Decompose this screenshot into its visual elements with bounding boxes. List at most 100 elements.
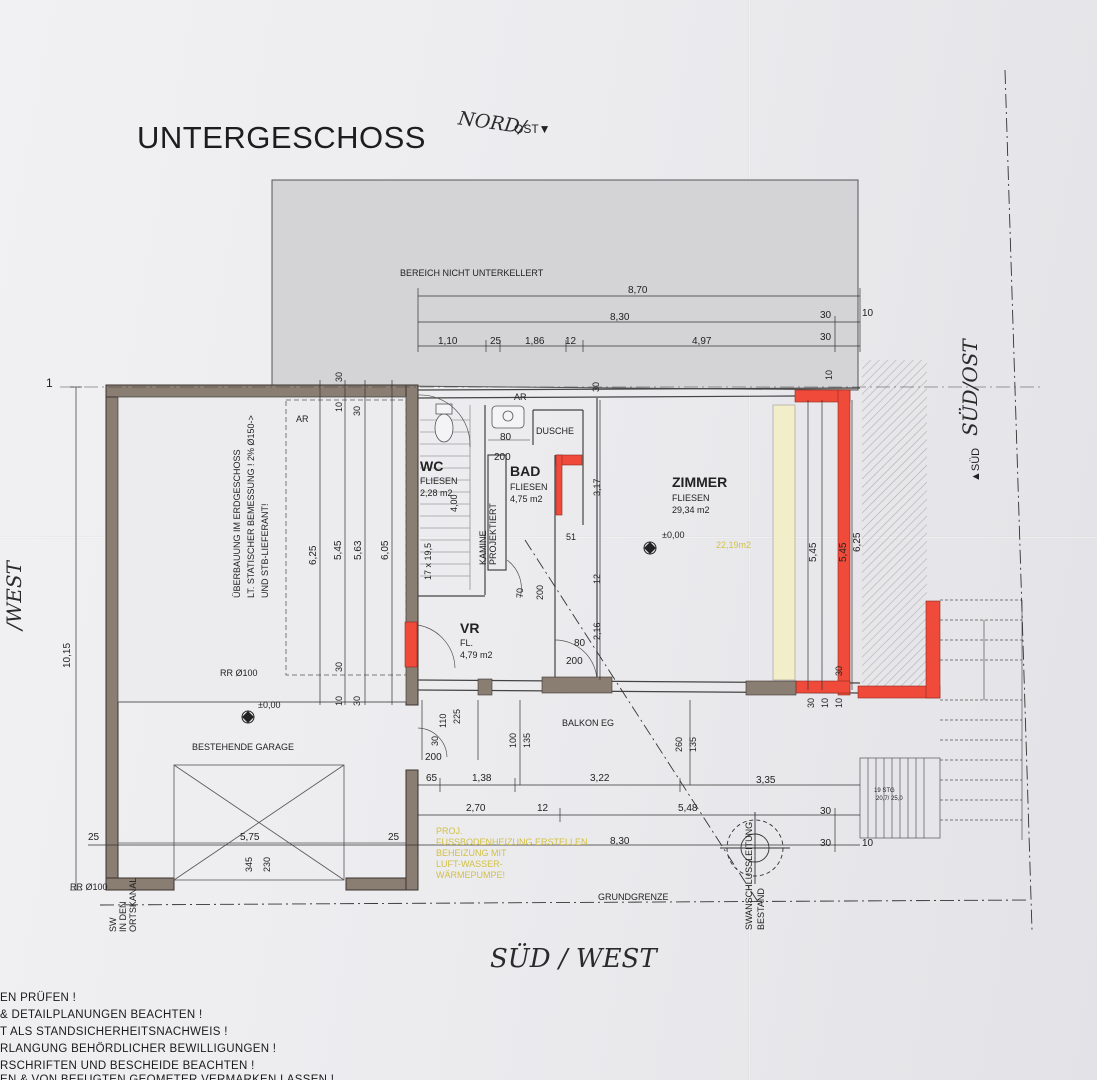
heating-note-5: WÄRMEPUMPE! [436, 870, 506, 880]
balcony-stubs [477, 676, 797, 696]
dim-small-200c: 200 [535, 584, 545, 600]
dim-small-70: 70 [515, 587, 525, 598]
rr-top: RR Ø100 [220, 668, 258, 678]
note-line-4: RLANGUNG BEHÖRDLICHER BEWILLIGUNGEN ! [0, 1043, 277, 1055]
sewer-note-2: BESTAND [756, 888, 766, 930]
ortskanal-note-3: ORTSKANAL [128, 877, 138, 932]
heating-note-3: BEHEIZUNG MIT [436, 848, 507, 858]
dim-small-30f: 30 [430, 735, 440, 746]
dim-bottom-25-right: 25 [388, 832, 400, 843]
dim-small-80b: 80 [574, 638, 586, 649]
dim-small-30h: 30 [806, 697, 816, 708]
room-wc-finish: FLIESEN [420, 476, 458, 486]
insulation-band [772, 404, 796, 681]
section-line-diagonal [524, 539, 761, 906]
dim-top-25: 25 [490, 336, 502, 347]
note-line-6: EN & VON BEFUGTEN GEOMETER VERMARKEN LAS… [0, 1074, 335, 1080]
dim-vertical-10-15: 10,15 [62, 642, 73, 668]
dim-bottom-30: 30 [820, 806, 832, 817]
heating-note-2: FUSSBODENHEIZUNG ERSTELLEN [436, 837, 588, 847]
dim-garage-5-45: 5,45 [333, 540, 344, 560]
south-printed-label: ▲SÜD [970, 447, 982, 482]
overbuild-note-2: LT. STATISCHER BEMESSUNG ! 2% Ø150-> [246, 415, 256, 598]
fixtures [434, 403, 530, 443]
page-title: UNTERGESCHOSS [137, 120, 426, 155]
kamine-label-2: PROJEKTIERT [488, 503, 498, 565]
room-dusche: DUSCHE [536, 426, 575, 436]
kamine-label-1: KAMINE [478, 530, 488, 565]
dimension-lines [70, 288, 861, 891]
room-wc-area: 2,28 m2 [420, 488, 453, 498]
main-floor-walls [417, 387, 861, 694]
dim-small-10b: 10 [334, 695, 344, 706]
dim-small-2-16: 2,16 [592, 622, 602, 640]
level-markers [241, 541, 657, 724]
ar-label-garage: AR [296, 414, 309, 424]
zone-garage: BESTEHENDE GARAGE [192, 742, 295, 752]
garage-interior [117, 396, 407, 881]
stairs [420, 405, 471, 590]
dim-small-100: 100 [508, 732, 518, 748]
dim-top-10: 10 [862, 308, 874, 319]
dim-small-135b: 135 [688, 736, 698, 752]
dim-zimmer-6-25: 6,25 [852, 532, 863, 552]
room-vr-name: VR [460, 620, 480, 636]
note-line-1: EN PRÜFEN ! [0, 992, 77, 1004]
room-bad-area: 4,75 m2 [510, 494, 543, 504]
ortskanal-note-2: IN DEN [118, 901, 128, 932]
dim-top-1-86: 1,86 [525, 336, 545, 347]
note-line-2: & DETAILPLANUNGEN BEACHTEN ! [0, 1009, 203, 1021]
dim-bottom-30b: 30 [820, 838, 832, 849]
zimmer-alt-area: 22,19m2 [716, 540, 752, 550]
room-wc-name: WC [420, 458, 444, 474]
dim-top-total: 8,70 [628, 285, 648, 296]
property-boundary [99, 69, 1033, 931]
new-walls-red [404, 389, 941, 699]
dim-small-260: 260 [674, 736, 684, 752]
dim-zimmer-5-45a: 5,45 [808, 542, 819, 562]
overbuild-note-1: ÜBERBAUUNG IM ERDGESCHOSS [232, 449, 242, 598]
dim-small-30c: 30 [334, 661, 344, 672]
dim-small-200d: 200 [566, 656, 583, 667]
stairs-right-ratio: 20,7/ 25,0 [876, 796, 903, 802]
stairs-right-count: 19 STG [874, 788, 895, 794]
dim-small-10a: 10 [334, 401, 344, 412]
dim-small-30a: 30 [334, 371, 344, 382]
dim-top-12: 12 [565, 336, 577, 347]
dim-garage-5-63: 5,63 [353, 540, 364, 560]
ortskanal-note-1: SW [108, 917, 118, 933]
dim-small-10d: 10 [824, 369, 834, 380]
dim-garage-6-25: 6,25 [308, 545, 319, 565]
room-zimmer-finish: FLIESEN [672, 493, 710, 503]
dim-bottom-25-left: 25 [88, 832, 100, 843]
dim-bottom-3-22: 3,22 [590, 773, 610, 784]
dim-small-10c: 10 [834, 697, 844, 708]
dim-small-10e: 10 [820, 697, 830, 708]
dim-small-80a: 80 [500, 432, 512, 443]
door-swings [417, 394, 598, 758]
room-vr-area: 4,79 m2 [460, 650, 493, 660]
room-vr-finish: FL. [460, 638, 474, 648]
zone-not-basement: BEREICH NICHT UNTERKELLERT [400, 268, 544, 278]
bottom-handwritten-label: SÜD / WEST [490, 944, 657, 974]
dim-small-4-00: 4,00 [449, 494, 459, 512]
left-handwritten-label: /WEST [2, 561, 26, 630]
room-bad-finish: FLIESEN [510, 482, 548, 492]
dim-small-200a: 200 [425, 752, 442, 763]
ar-label-bad: AR [514, 392, 527, 402]
hatched-earth-right [862, 360, 927, 690]
dim-small-345: 345 [244, 856, 254, 872]
rr-bottom: RR Ø100 [70, 882, 108, 892]
sewer-note-1: SWANSCHLUSSLEITUNG [744, 821, 754, 930]
dim-zimmer-5-45b: 5,45 [838, 542, 849, 562]
dim-top-1-10: 1,10 [438, 336, 458, 347]
note-line-5: RSCHRIFTEN UND BESCHEIDE BEACHTEN ! [0, 1060, 255, 1072]
dim-bottom-3-35: 3,35 [756, 775, 776, 786]
dim-top-30b: 30 [820, 332, 832, 343]
dim-small-110: 110 [438, 713, 448, 728]
paper-fold-vertical [748, 0, 751, 1080]
dim-small-200b: 200 [494, 452, 511, 463]
dim-top-4-97: 4,97 [692, 336, 712, 347]
paper-fold-horizontal [0, 536, 1097, 539]
stairs-label: 17 x 19,5 [423, 542, 433, 580]
